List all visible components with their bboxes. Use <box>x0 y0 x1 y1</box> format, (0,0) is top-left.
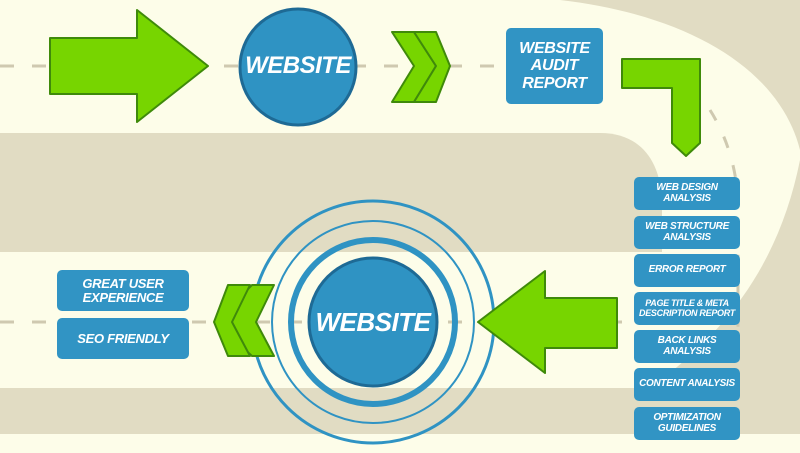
audit-item-optimization: OPTIMIZATION GUIDELINES <box>634 407 740 440</box>
audit-item-web-structure: WEB STRUCTURE ANALYSIS <box>634 216 740 249</box>
right-arc-band <box>740 0 800 120</box>
outcome-great-user-experience: GREAT USER EXPERIENCE <box>57 270 189 311</box>
audit-item-error-report: ERROR REPORT <box>634 254 740 287</box>
corner-arrow-down-icon <box>621 58 701 157</box>
outcome-seo-friendly: SEO FRIENDLY <box>57 318 189 359</box>
audit-item-back-links: BACK LINKS ANALYSIS <box>634 330 740 363</box>
website-circle-top <box>238 7 358 127</box>
audit-item-web-design: WEB DESIGN ANALYSIS <box>634 177 740 210</box>
website-label-top: WEBSITE <box>245 52 351 79</box>
double-chevron-left-icon <box>213 284 275 357</box>
top-right-band <box>560 0 800 150</box>
website-label-bottom: WEBSITE <box>315 307 431 337</box>
website-audit-report-box: WEBSITE AUDIT REPORT <box>506 28 603 104</box>
website-circle-bottom <box>307 256 439 388</box>
audit-item-page-title-meta: PAGE TITLE & META DESCRIPTION REPORT <box>634 292 740 325</box>
double-chevron-right-icon <box>391 31 451 103</box>
right-arrow-icon <box>49 9 209 123</box>
audit-item-content-analysis: CONTENT ANALYSIS <box>634 368 740 401</box>
left-arrow-icon <box>477 270 618 374</box>
right-curve-band <box>650 160 800 388</box>
middle-band <box>0 133 662 252</box>
